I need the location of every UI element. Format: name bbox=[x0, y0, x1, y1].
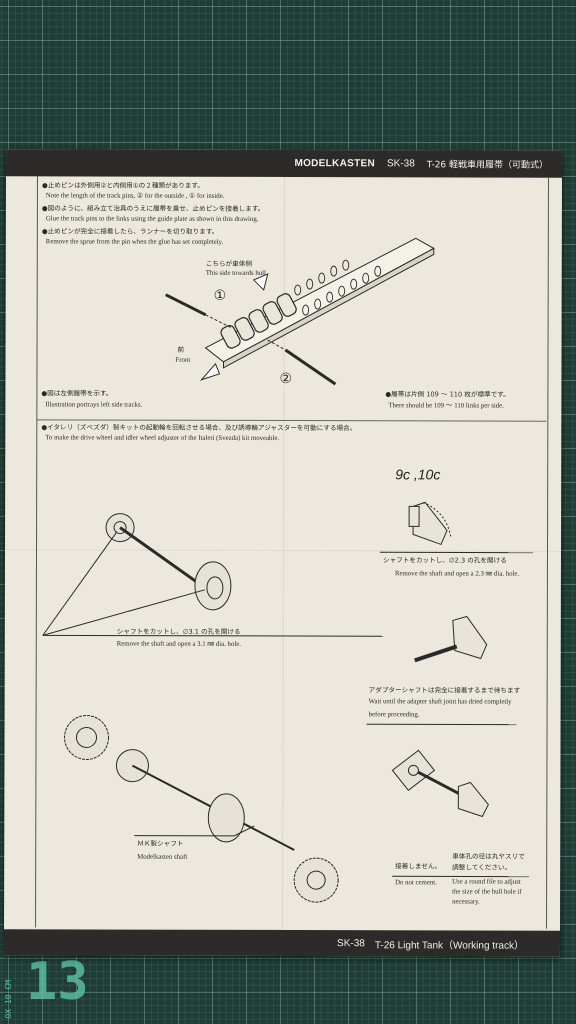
footer-product-code: SK-38 bbox=[337, 937, 365, 949]
hull-direction-arrow bbox=[252, 273, 269, 291]
adapter-shaft-drawing bbox=[366, 615, 517, 726]
hull-plate-drawing bbox=[391, 749, 530, 878]
part-9c-drawing bbox=[380, 501, 534, 554]
drive-wheel-axle-drawing bbox=[42, 513, 383, 637]
track-pin-outer-drawing bbox=[267, 339, 337, 386]
wheel-shaft-assembly-drawing bbox=[64, 714, 339, 903]
instruction-sheet: MODELKASTEN SK-38 T-26 軽戦車用履帯（可動式） ●止めピン… bbox=[3, 149, 563, 957]
track-pin-inner-drawing bbox=[165, 293, 232, 329]
mat-number: 13 bbox=[26, 952, 89, 1012]
front-direction-arrow bbox=[199, 362, 221, 381]
footer-product-title: T-26 Light Tank（Working track） bbox=[374, 939, 524, 952]
assembly-drawings bbox=[42, 237, 534, 903]
mat-scale-text: OX 10 CM bbox=[4, 980, 13, 1019]
footer-band: SK-38 T-26 Light Tank（Working track） bbox=[3, 929, 561, 957]
guide-jig-drawing bbox=[204, 237, 435, 369]
track-links-drawing bbox=[220, 293, 297, 349]
